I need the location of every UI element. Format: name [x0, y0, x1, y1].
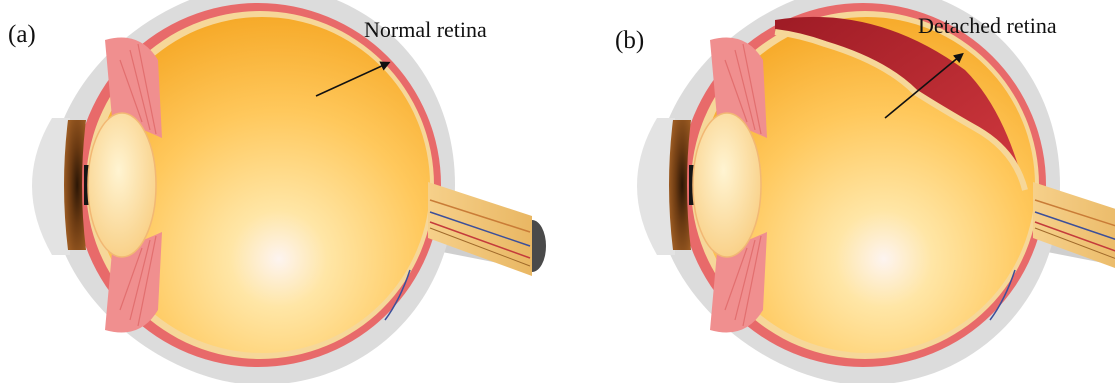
callout-label: Normal retina [364, 17, 487, 42]
eye-cross-section-icon [32, 0, 546, 383]
panel-label: (a) [8, 21, 36, 48]
callout-label: Detached retina [918, 13, 1057, 38]
panel-b: (b) Detached retina [615, 0, 1115, 383]
eye-cross-section-icon [637, 0, 1115, 383]
panel-a: (a) Normal retina [8, 0, 546, 383]
panel-label: (b) [615, 27, 644, 54]
